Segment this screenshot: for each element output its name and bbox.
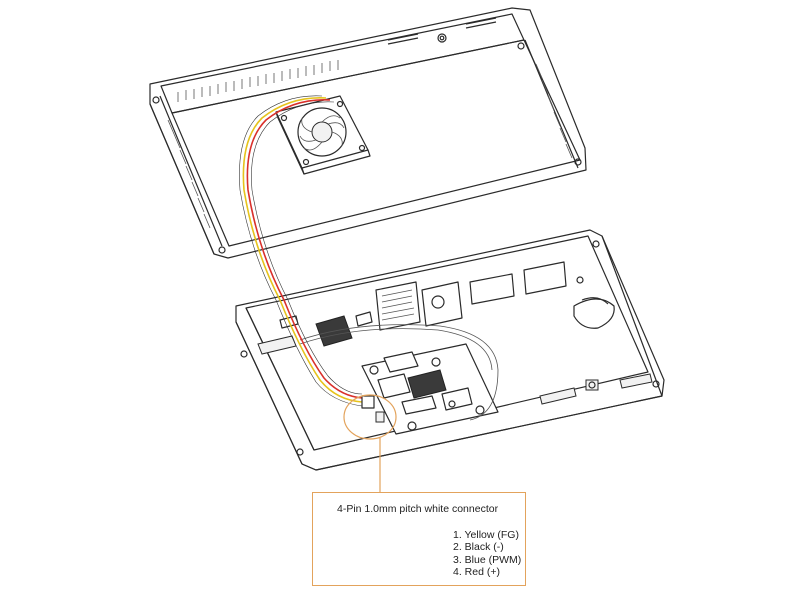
pin-label-3: 3. Blue (PWM) xyxy=(453,553,522,566)
callout-circle xyxy=(343,394,397,440)
fan-cable xyxy=(239,95,385,423)
top-cover xyxy=(149,7,587,259)
callout-box xyxy=(312,492,526,586)
callout-title: 4-Pin 1.0mm pitch white connector xyxy=(337,503,499,515)
main-board xyxy=(299,324,499,435)
fan-wire-yellow xyxy=(242,97,363,403)
connector-callout xyxy=(343,394,397,492)
rear-io-ports xyxy=(279,261,567,347)
pin-label-2: 2. Black (-) xyxy=(453,541,504,554)
pin-list: 1. Yellow (FG) 2. Black (-) 3. Blue (PWM… xyxy=(453,529,521,578)
pin-label-4: 4. Red (+) xyxy=(453,565,500,578)
pin-label-1: 1. Yellow (FG) xyxy=(453,529,519,541)
fan-wire-red xyxy=(246,99,363,399)
cooling-fan xyxy=(275,95,371,175)
